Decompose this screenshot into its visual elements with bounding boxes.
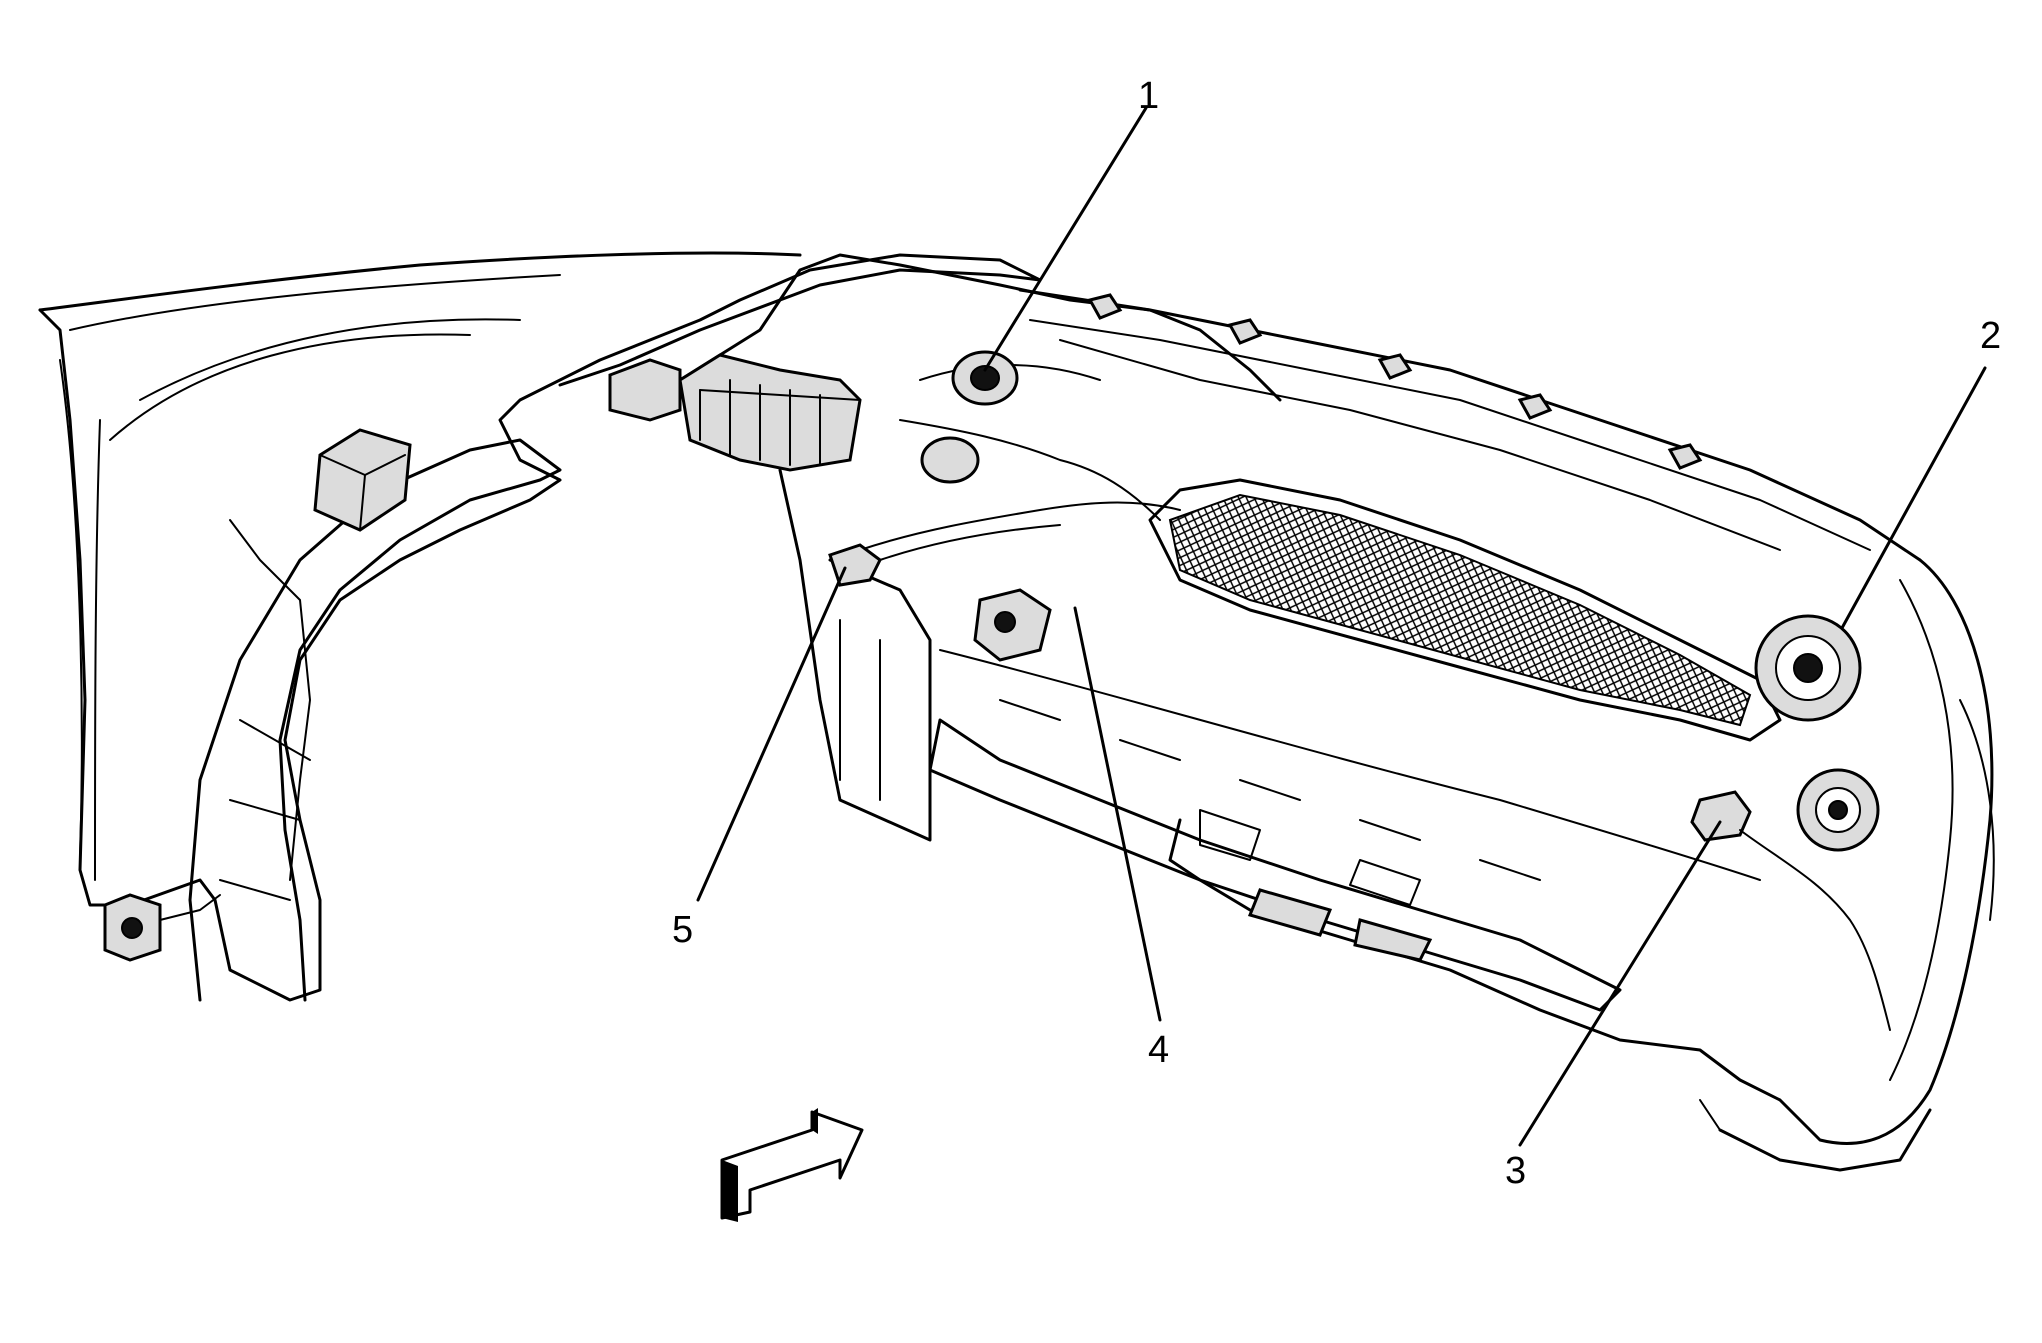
leader-line-2: [1840, 366, 1987, 630]
callout-2: 2: [1980, 315, 2001, 357]
front-direction-arrow-icon: [720, 1108, 864, 1222]
left-fender: [38, 251, 1042, 1002]
callout-3: 3: [1505, 1150, 1526, 1192]
leader-line-5: [696, 566, 847, 902]
radiator-grille: [1018, 288, 1922, 742]
leader-line-4: [1073, 606, 1162, 1022]
horn-assembly: [1754, 614, 1880, 852]
callout-4: 4: [1148, 1029, 1169, 1071]
engine-compartment: [608, 253, 1282, 842]
leader-lines: [696, 106, 1987, 1147]
callout-5: 5: [672, 909, 693, 951]
leader-line-3: [1518, 820, 1722, 1147]
callout-1: 1: [1138, 75, 1159, 117]
leader-line-1: [983, 106, 1148, 372]
callouts: 1 2 3 4 5: [672, 75, 2001, 1192]
harness-connector-3: [1690, 790, 1891, 1031]
